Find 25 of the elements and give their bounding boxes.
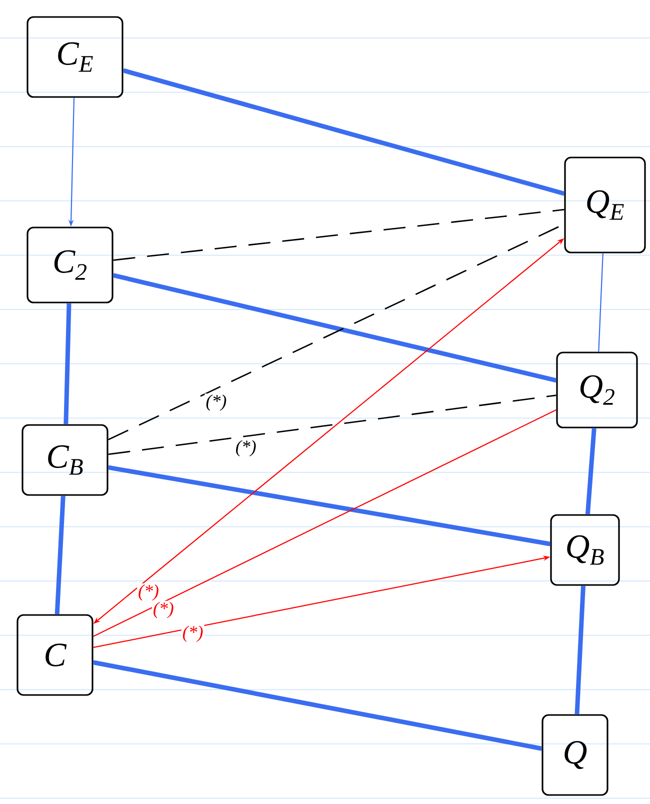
connector xyxy=(108,394,556,456)
node-box: C$_{E}$ xyxy=(26,16,124,98)
node-box: Q$_{E}$ xyxy=(564,156,646,254)
edge-label: (*) xyxy=(154,602,174,618)
edge-label: (*) xyxy=(206,394,226,411)
connector xyxy=(585,428,596,514)
connector xyxy=(112,273,557,383)
node-box: C$_{2}$ xyxy=(26,226,114,304)
node-box: Q$_{2}$ xyxy=(556,352,638,428)
connector xyxy=(598,253,604,352)
node-box: Q$_{B}$ xyxy=(550,514,620,586)
connector xyxy=(54,496,66,614)
connector xyxy=(64,303,72,424)
connector xyxy=(574,586,586,714)
edge-label: (*) xyxy=(182,626,203,642)
node-box: C$_{B}$ xyxy=(22,424,108,496)
connector xyxy=(108,465,551,546)
node-box: C xyxy=(16,614,94,696)
connector xyxy=(93,409,556,637)
edge-label: (*) xyxy=(138,584,158,601)
connector xyxy=(122,68,565,196)
connector xyxy=(92,660,542,751)
edge-label: (*) xyxy=(236,440,256,456)
node-box: Q xyxy=(542,714,608,796)
connector xyxy=(113,208,564,261)
